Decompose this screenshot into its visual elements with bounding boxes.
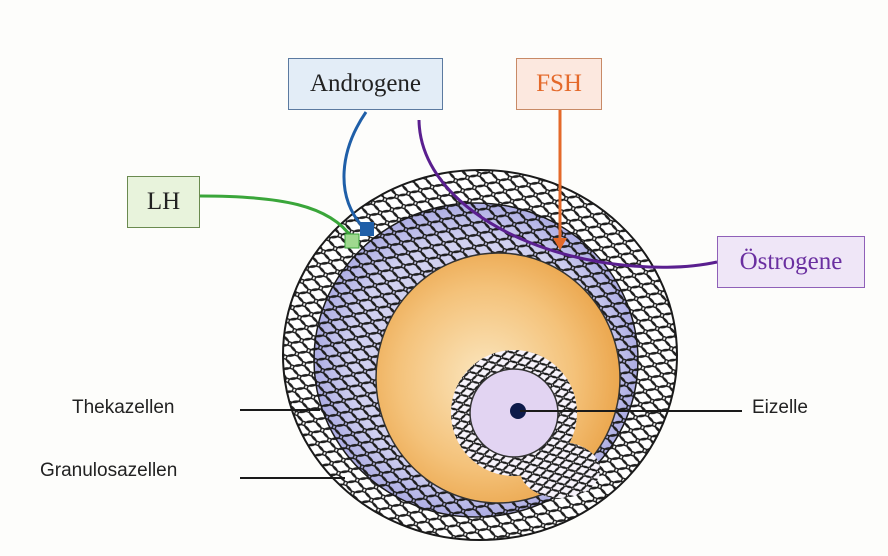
androgene-marker <box>360 222 374 236</box>
oestrogene-label: Östrogene <box>740 248 843 276</box>
androgene-box: Androgene <box>288 58 443 110</box>
androgene-label: Androgene <box>310 70 421 98</box>
lh-box: LH <box>127 176 200 228</box>
granulosazellen-label: Granulosazellen <box>40 460 177 482</box>
eizelle-label: Eizelle <box>752 397 808 419</box>
fsh-label: FSH <box>536 70 582 98</box>
fsh-box: FSH <box>516 58 602 110</box>
lh-label: LH <box>147 188 180 216</box>
thekazellen-label: Thekazellen <box>72 397 174 419</box>
oestrogene-box: Östrogene <box>717 236 865 288</box>
lh-marker <box>345 234 359 248</box>
